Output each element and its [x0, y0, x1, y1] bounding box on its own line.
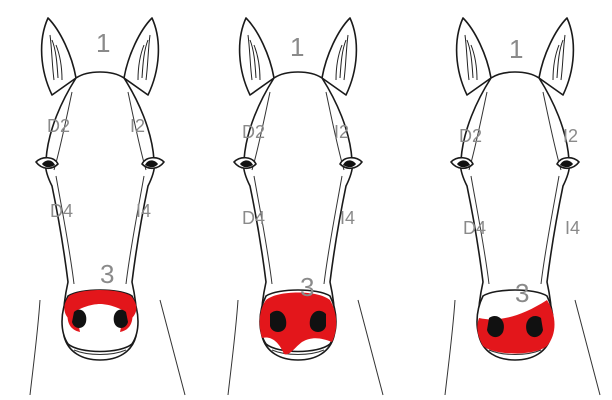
label-i2: I2	[563, 126, 578, 146]
label-d2: D2	[47, 116, 70, 136]
label-1: 1	[509, 34, 523, 64]
horse-head-middle: 1 D2 I2 D4 I4 3	[228, 18, 383, 395]
label-d4: D4	[463, 218, 486, 238]
label-1: 1	[96, 28, 110, 58]
label-d2: D2	[242, 122, 265, 142]
label-i2: I2	[334, 122, 349, 142]
label-3: 3	[300, 272, 314, 302]
label-i2: I2	[130, 116, 145, 136]
label-1: 1	[290, 32, 304, 62]
horse-head-right: 1 D2 I2 D4 I4 3	[445, 18, 600, 395]
label-d4: D4	[50, 201, 73, 221]
label-d2: D2	[459, 126, 482, 146]
label-3: 3	[100, 259, 114, 289]
horse-head-left: 1 D2 I2 D4 I4 3	[30, 18, 185, 395]
label-3: 3	[515, 278, 529, 308]
label-i4: I4	[565, 218, 580, 238]
label-i4: I4	[340, 208, 355, 228]
label-d4: D4	[242, 208, 265, 228]
label-i4: I4	[136, 201, 151, 221]
